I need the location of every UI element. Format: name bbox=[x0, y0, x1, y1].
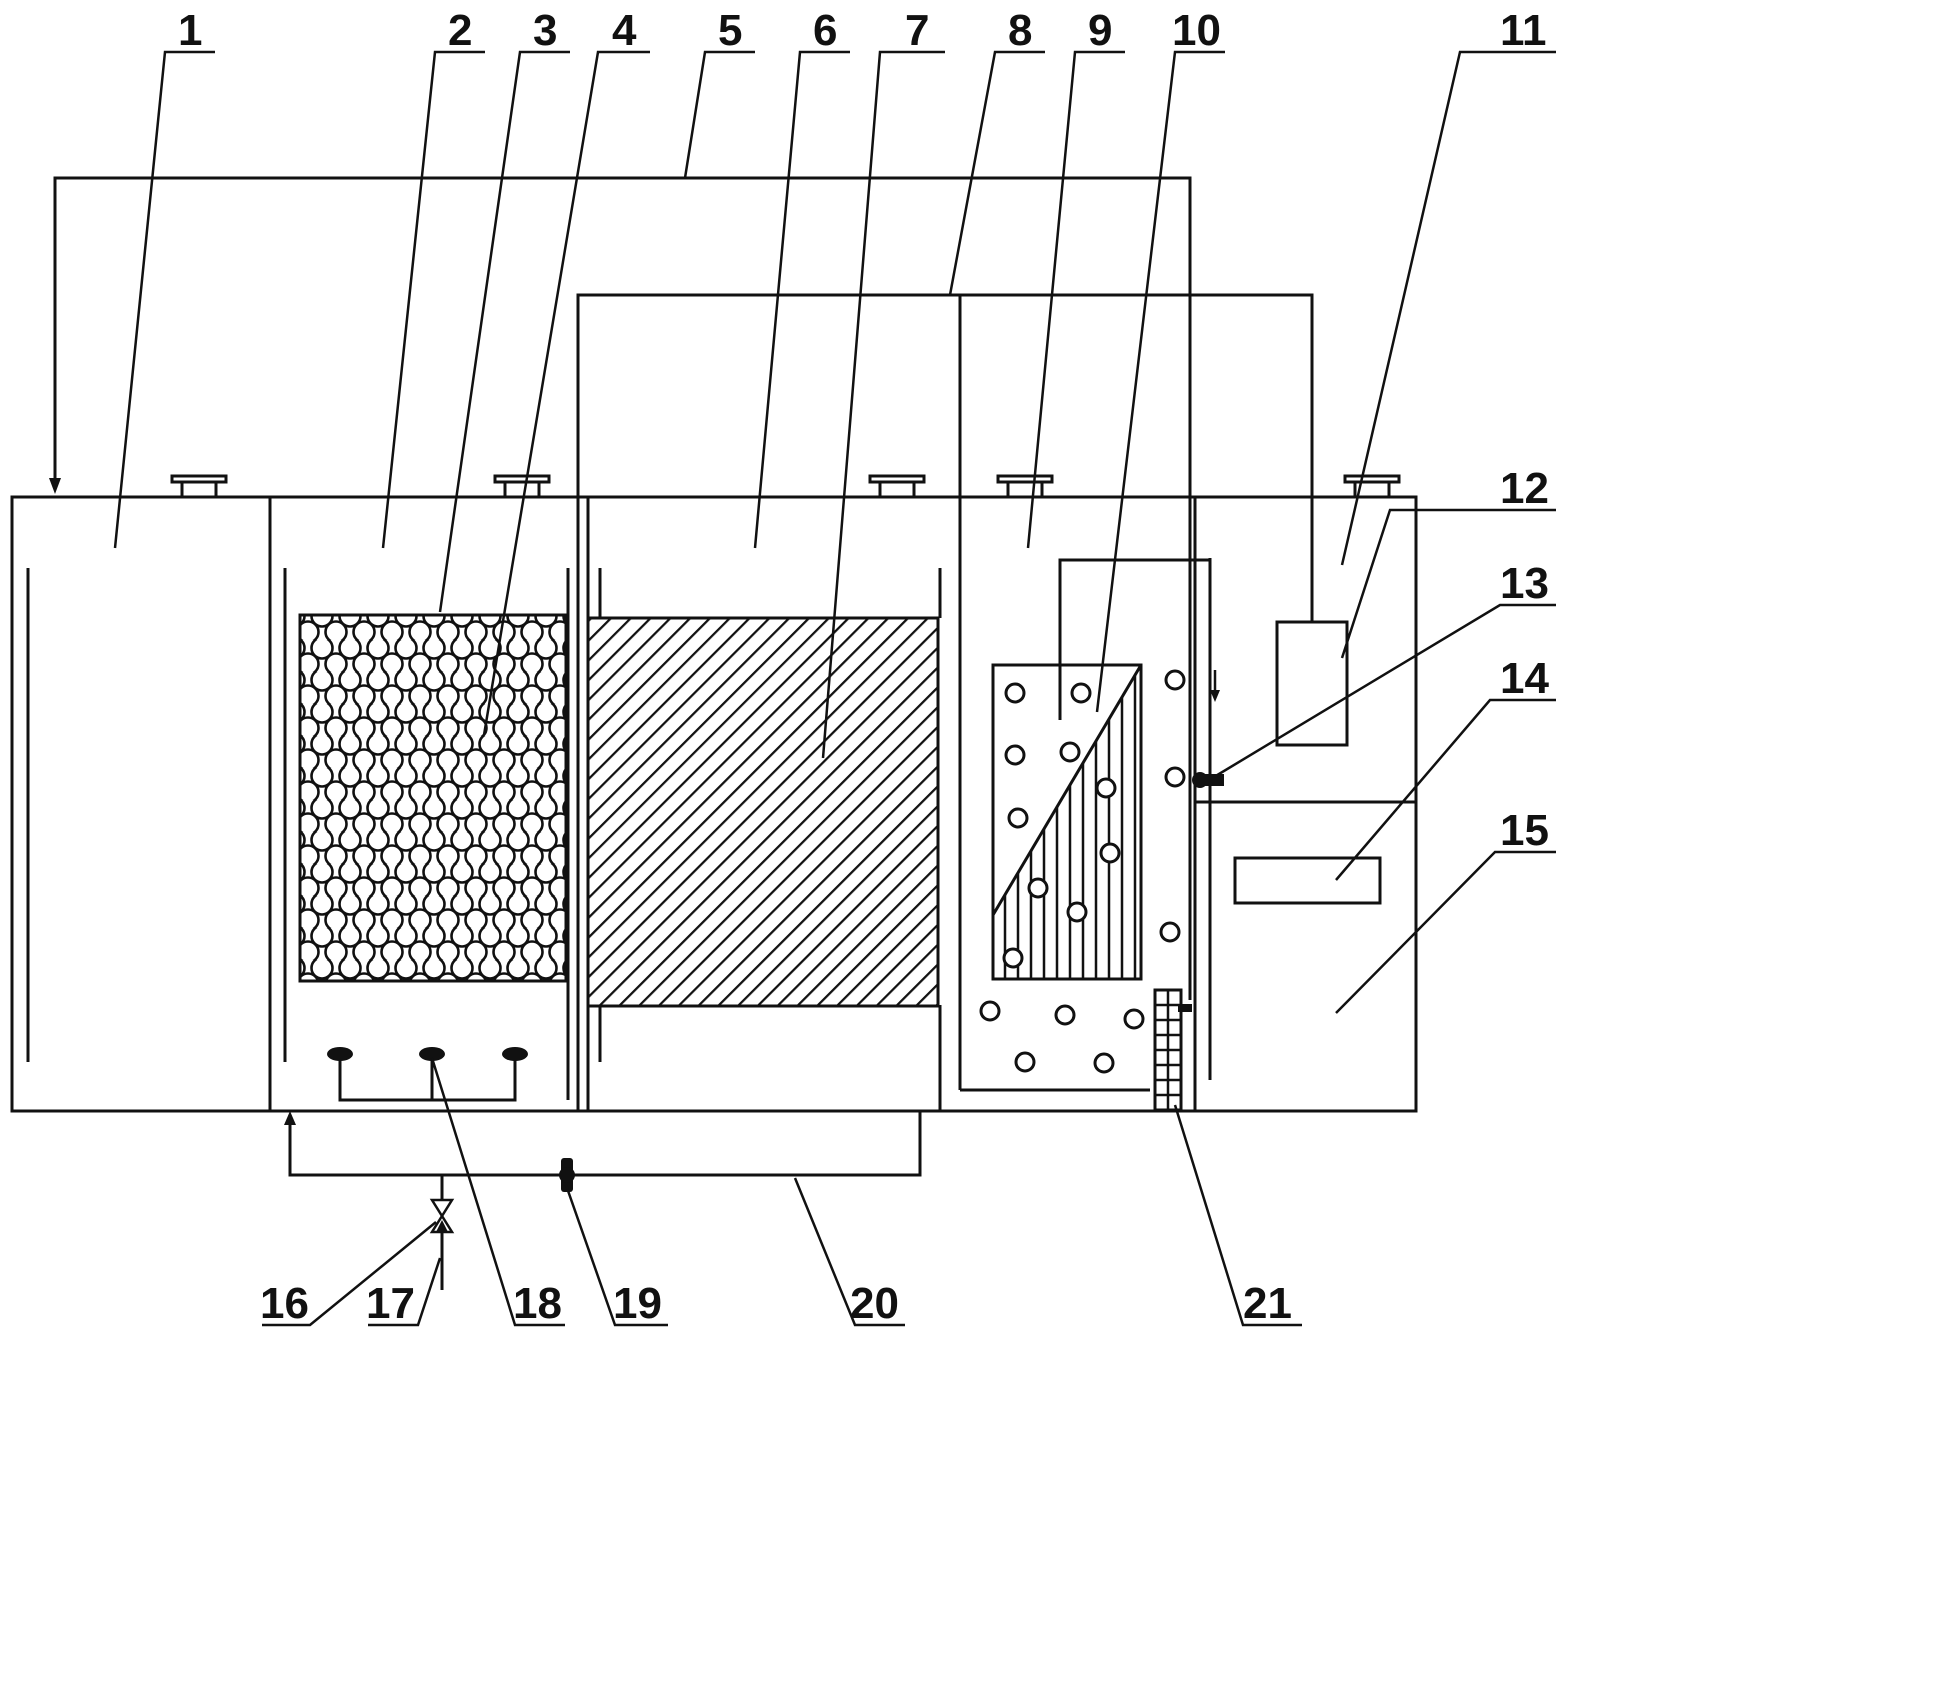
label-20: 20 bbox=[850, 1279, 899, 1328]
label-6: 6 bbox=[813, 6, 837, 55]
display-panel bbox=[1233, 856, 1382, 905]
label-12: 12 bbox=[1500, 464, 1549, 513]
leader-lines bbox=[113, 50, 1556, 1327]
label-8: 8 bbox=[1008, 6, 1032, 55]
label-21: 21 bbox=[1243, 1279, 1292, 1328]
diffuser-icon bbox=[327, 1047, 353, 1061]
hatched-media bbox=[586, 616, 940, 1008]
label-14: 14 bbox=[1500, 654, 1549, 703]
lift-pump-icon bbox=[1153, 988, 1192, 1112]
label-10: 10 bbox=[1172, 6, 1221, 55]
label-18: 18 bbox=[513, 1279, 562, 1328]
label-5: 5 bbox=[718, 6, 742, 55]
control-box bbox=[1275, 620, 1349, 747]
valve-icon bbox=[429, 1175, 455, 1290]
label-13: 13 bbox=[1500, 559, 1549, 608]
part-labels: 1 2 3 4 5 6 7 8 9 10 11 12 13 14 15 16 1… bbox=[178, 6, 1549, 1328]
label-4: 4 bbox=[612, 6, 637, 55]
manhole-covers bbox=[170, 474, 1401, 499]
treatment-system-diagram: 1 2 3 4 5 6 7 8 9 10 11 12 13 14 15 16 1… bbox=[10, 6, 1556, 1328]
label-7: 7 bbox=[905, 6, 929, 55]
diffuser-icon bbox=[502, 1047, 528, 1061]
flow-arrow-icon bbox=[1210, 670, 1220, 702]
air-bubbles bbox=[979, 669, 1186, 1074]
main-tank bbox=[10, 295, 1418, 1113]
label-17: 17 bbox=[366, 1279, 415, 1328]
blower-icon bbox=[559, 1158, 575, 1192]
label-1: 1 bbox=[178, 6, 202, 55]
label-15: 15 bbox=[1500, 806, 1549, 855]
pump-icon bbox=[1192, 772, 1224, 788]
label-11: 11 bbox=[1500, 6, 1547, 55]
label-19: 19 bbox=[613, 1279, 662, 1328]
label-16: 16 bbox=[260, 1279, 309, 1328]
overflow-pipe bbox=[576, 293, 1314, 622]
label-3: 3 bbox=[533, 6, 557, 55]
aeration-system bbox=[284, 1047, 922, 1177]
honeycomb-packing bbox=[298, 613, 568, 983]
label-9: 9 bbox=[1088, 6, 1112, 55]
return-pipe bbox=[49, 176, 1192, 1000]
diffuser-icon bbox=[419, 1047, 445, 1061]
label-2: 2 bbox=[448, 6, 472, 55]
